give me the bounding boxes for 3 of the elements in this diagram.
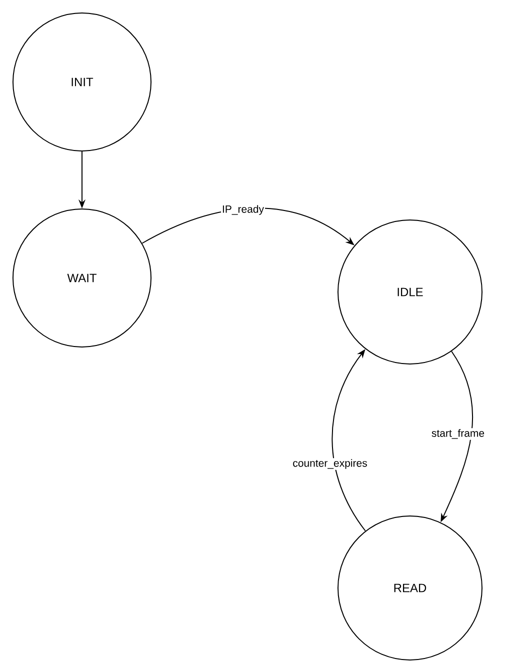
edge-label: IP_ready bbox=[221, 204, 266, 216]
edge-label: start_frame bbox=[430, 428, 486, 440]
edge-label: counter_expires bbox=[292, 458, 368, 470]
